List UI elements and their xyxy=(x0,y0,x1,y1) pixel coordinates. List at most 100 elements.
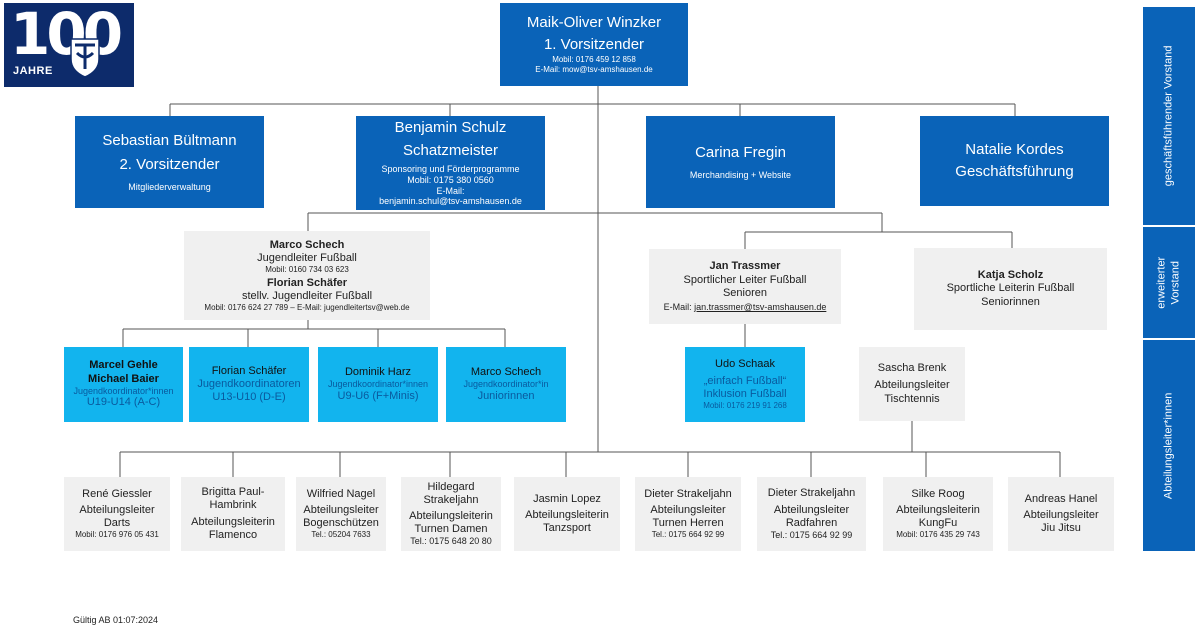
department-contact: Tel.: 05204 7633 xyxy=(311,530,371,540)
department-contact: Tel.: 0175 648 20 80 xyxy=(410,536,492,547)
board-member-role: 2. Vorsitzender xyxy=(119,155,220,173)
coordinator-box: Marco Schech Jugendkoordinator*in Junior… xyxy=(446,347,566,422)
department-leader-role: Abteilungsleiterin xyxy=(409,510,493,523)
department-leader-role: Abteilungsleiter xyxy=(650,504,726,517)
coordinator-group: U9-U6 (F+Minis) xyxy=(337,389,419,402)
board-member-name: Carina Fregin xyxy=(695,143,786,161)
senior-men-email-link[interactable]: jan.trassmer@tsv-amshausen.de xyxy=(694,301,827,312)
senior-men-email-label: E-Mail: xyxy=(663,301,692,312)
inclusion-line1: „einfach Fußball“ xyxy=(703,374,787,387)
board-member-role: Geschäftsführung xyxy=(955,163,1074,180)
department-leader-name: Brigitta Paul-Hambrink xyxy=(201,486,265,512)
tier-label-executive-board: geschäftsführender Vorstand xyxy=(1143,7,1195,225)
senior-women-group: Seniorinnen xyxy=(981,295,1040,308)
department-name: Darts xyxy=(103,517,131,530)
deputy-youth-leader-contact: Mobil: 0176 624 27 789 – E-Mail: jugendl… xyxy=(204,302,410,312)
deputy-youth-leader-name: Florian Schäfer xyxy=(266,276,348,289)
department-contact: Tel.: 0175 664 92 99 xyxy=(651,530,725,540)
senior-women-name: Katja Scholz xyxy=(977,269,1044,282)
board-member-box: Sebastian Bültmann 2. Vorsitzender Mitgl… xyxy=(75,116,264,208)
senior-men-role: Sportlicher Leiter Fußball xyxy=(683,273,807,286)
coordinator-group: U13-U10 (D-E) xyxy=(212,391,286,404)
coordinator-group: Juniorinnen xyxy=(477,389,535,402)
validity-note: Gültig AB 01:07:2024 xyxy=(73,615,159,625)
department-leader-role: Abteilungsleiter xyxy=(1023,508,1099,521)
senior-women-box: Katja Scholz Sportliche Leiterin Fußball… xyxy=(914,248,1107,330)
chairman-name: Maik-Oliver Winzker xyxy=(526,14,662,32)
department-name: Radfahren xyxy=(785,516,838,529)
club-logo: 100 JAHRE xyxy=(4,3,134,87)
department-leader-name: Hildegard Strakeljahn xyxy=(423,480,479,506)
department-leader-name: Dieter Strakeljahn xyxy=(644,487,732,500)
department-box: Wilfried Nagel Abteilungsleiter Bogensch… xyxy=(296,477,386,551)
department-leader-name: Andreas Hanel xyxy=(1024,492,1098,505)
coordinator-role: Jugendkoordinator*innen xyxy=(73,385,174,396)
tabletennis-box: Sascha Brenk Abteilungsleiter Tischtenni… xyxy=(859,347,965,421)
board-member-mobile: Mobil: 0175 380 0560 xyxy=(407,174,494,185)
tabletennis-dept: Tischtennis xyxy=(884,392,940,405)
board-member-role: Schatzmeister xyxy=(402,141,499,159)
department-leader-role: Abteilungsleiterin xyxy=(191,515,275,528)
coordinator-name-2: Michael Baier xyxy=(88,372,159,385)
board-member-box: Benjamin Schulz Schatzmeister Sponsoring… xyxy=(356,116,545,210)
department-box: René Giessler Abteilungsleiter Darts Mob… xyxy=(64,477,170,551)
board-member-name: Natalie Kordes xyxy=(965,141,1064,158)
department-box: Hildegard Strakeljahn Abteilungsleiterin… xyxy=(401,477,501,551)
department-name: Jiu Jitsu xyxy=(1041,522,1081,535)
board-member-box: Carina Fregin Merchandising + Website xyxy=(646,116,835,208)
inclusion-box: Udo Schaak „einfach Fußball“ Inklusion F… xyxy=(685,347,805,422)
board-member-box: Natalie Kordes Geschäftsführung xyxy=(920,116,1109,206)
department-leader-name: Silke Roog xyxy=(911,487,965,500)
department-box: Jasmin Lopez Abteilungsleiterin Tanzspor… xyxy=(514,477,620,551)
senior-men-group: Senioren xyxy=(722,286,768,299)
board-member-email: benjamin.schul@tsv-amshausen.de xyxy=(379,196,522,207)
chairman-role: 1. Vorsitzender xyxy=(543,36,645,54)
department-box: Dieter Strakeljahn Abteilungsleiter Turn… xyxy=(635,477,741,551)
department-contact: Mobil: 0176 435 29 743 xyxy=(896,530,980,540)
department-leader-role: Abteilungsleiter xyxy=(773,503,850,516)
club-crest-icon xyxy=(70,38,100,78)
coordinator-name: Marco Schech xyxy=(470,365,542,378)
department-leader-name: Jasmin Lopez xyxy=(533,492,601,505)
tabletennis-role: Abteilungsleiter xyxy=(874,379,950,392)
coordinator-box: Dominik Harz Jugendkoordinator*innen U9-… xyxy=(318,347,438,422)
department-name: Turnen Damen xyxy=(414,523,488,536)
coordinator-box: Florian Schäfer Jugendkoordinatoren U13-… xyxy=(189,347,309,422)
department-name: Turnen Herren xyxy=(652,517,724,530)
chairman-mobile: Mobil: 0176 459 12 858 xyxy=(552,55,636,65)
coordinator-role: Jugendkoordinator*in xyxy=(463,379,549,390)
coordinator-name: Marcel Gehle xyxy=(89,359,158,372)
inclusion-name: Udo Schaak xyxy=(715,358,775,371)
board-member-name: Sebastian Bültmann xyxy=(102,131,237,149)
board-member-detail: Mitgliederverwaltung xyxy=(128,181,211,192)
senior-men-name: Jan Trassmer xyxy=(709,260,781,273)
coordinator-role: Jugendkoordinator*innen xyxy=(327,379,429,390)
coordinator-name: Dominik Harz xyxy=(344,365,411,378)
tier-label-department-heads: Abteilungsleiter*innen xyxy=(1143,340,1195,551)
board-member-name: Benjamin Schulz xyxy=(394,118,507,136)
department-name: KungFu xyxy=(918,517,958,530)
department-contact: Tel.: 0175 664 92 99 xyxy=(770,529,853,540)
senior-women-role: Sportliche Leiterin Fußball xyxy=(946,282,1075,295)
youth-leader-name: Marco Schech xyxy=(269,238,345,251)
chairman-box: Maik-Oliver Winzker 1. Vorsitzender Mobi… xyxy=(500,3,688,86)
department-leader-role: Abteilungsleiter xyxy=(79,504,155,517)
youth-leader-mobile: Mobil: 0160 734 03 623 xyxy=(265,264,349,274)
coordinator-role: Jugendkoordinatoren xyxy=(197,377,301,390)
board-member-detail: Sponsoring und Förderprogramme xyxy=(381,163,520,174)
department-box: Brigitta Paul-Hambrink Abteilungsleiteri… xyxy=(181,477,285,551)
department-name: Tanzsport xyxy=(543,522,591,535)
coordinator-box: Marcel Gehle Michael Baier Jugendkoordin… xyxy=(64,347,183,422)
board-member-detail: Merchandising + Website xyxy=(689,169,792,180)
department-name: Bogenschützen xyxy=(303,517,379,530)
department-box: Andreas Hanel Abteilungsleiter Jiu Jitsu xyxy=(1008,477,1114,551)
department-contact: Mobil: 0176 976 05 431 xyxy=(75,530,159,540)
department-box: Dieter Strakeljahn Abteilungsleiter Radf… xyxy=(757,477,866,551)
coordinator-name: Florian Schäfer xyxy=(211,364,287,377)
tabletennis-name: Sascha Brenk xyxy=(877,362,947,375)
department-leader-name: René Giessler xyxy=(82,487,152,500)
anniversary-label: JAHRE xyxy=(13,65,53,77)
senior-men-box: Jan Trassmer Sportlicher Leiter Fußball … xyxy=(649,249,841,324)
department-leader-name: Dieter Strakeljahn xyxy=(767,487,856,500)
